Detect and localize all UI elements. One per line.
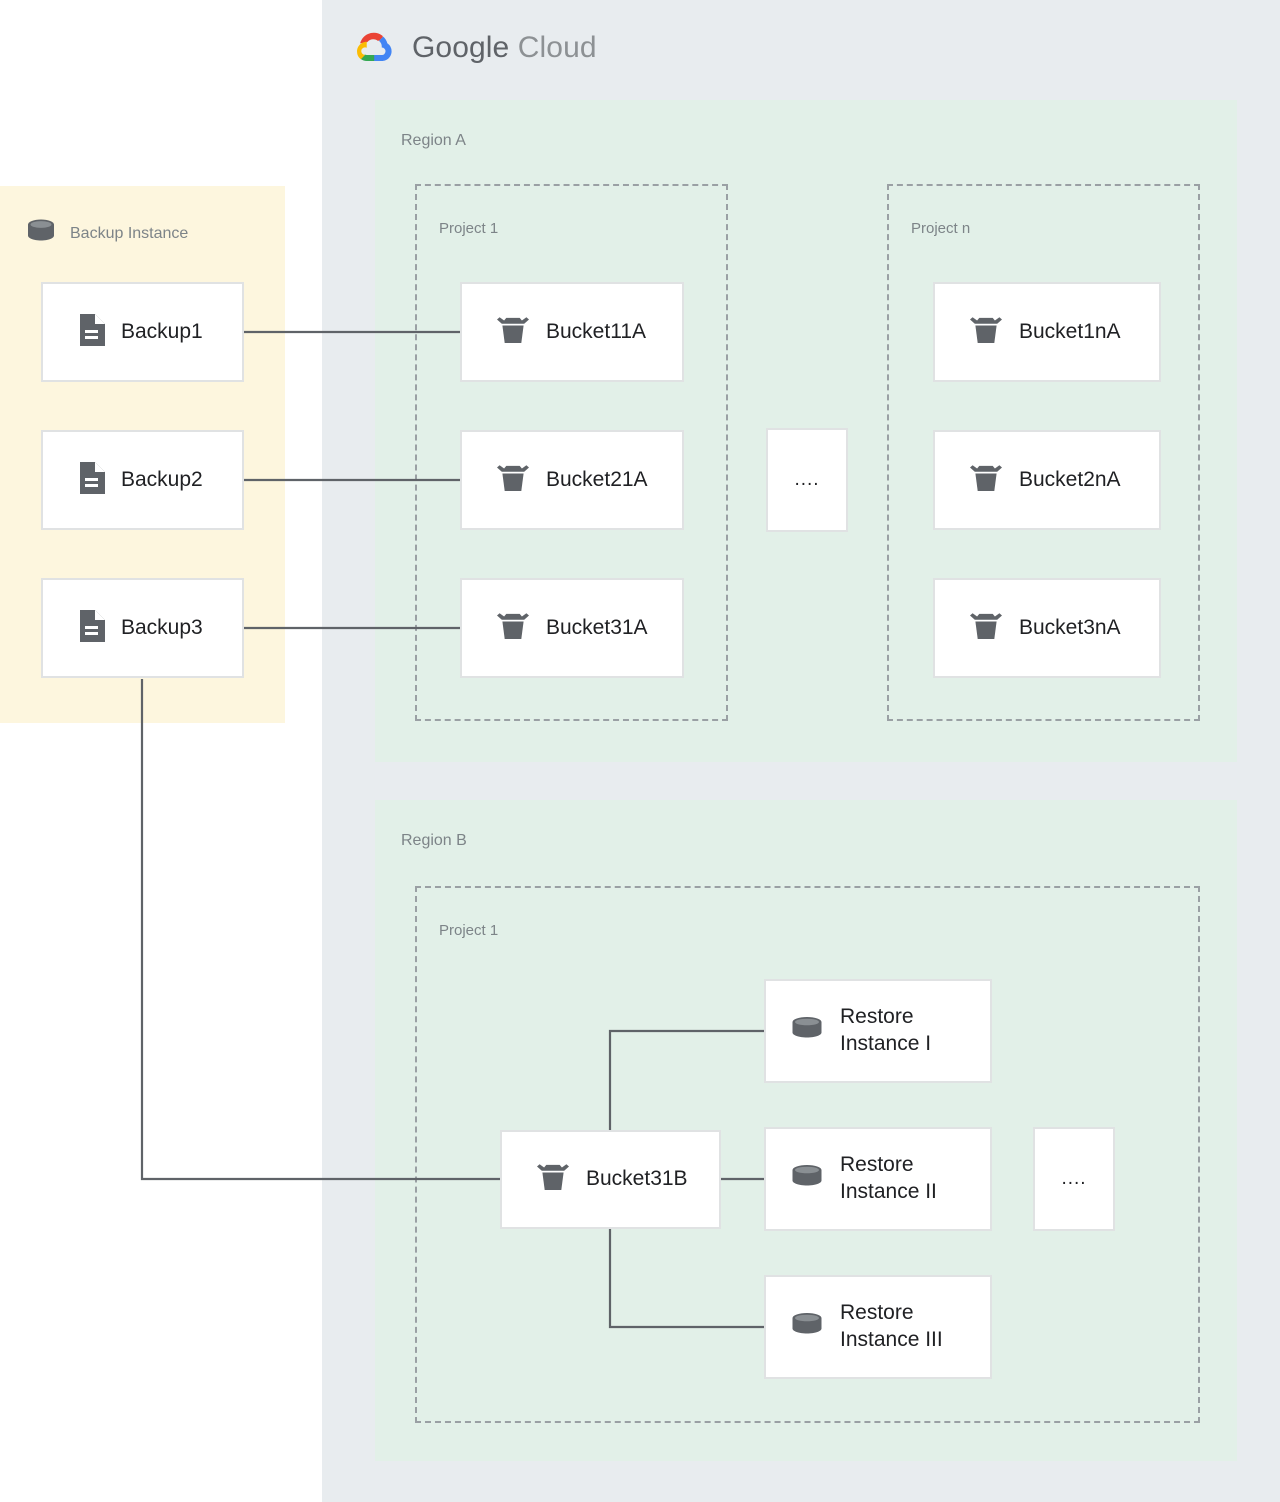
- ellipsis-label: ....: [794, 468, 820, 490]
- card-bucket3na[interactable]: Bucket3nA: [933, 578, 1161, 678]
- brand-google: Google: [412, 31, 518, 64]
- google-cloud-brand: Google Cloud: [352, 28, 597, 68]
- project-1-region-a-label: Project 1: [439, 220, 499, 237]
- card-restore-instance-3-label: Restore Instance III: [840, 1301, 943, 1351]
- google-cloud-logo-icon: [352, 28, 398, 68]
- card-backup3-label: Backup3: [121, 615, 203, 639]
- database-icon: [790, 1311, 824, 1344]
- bucket-icon: [496, 315, 530, 350]
- card-restore-instance-2[interactable]: Restore Instance II: [764, 1127, 992, 1231]
- region-a-label: Region A: [401, 132, 466, 149]
- card-ellipsis-region-b: ....: [1033, 1127, 1115, 1231]
- backup-instance-title: Backup Instance: [70, 224, 189, 242]
- card-bucket1na-label: Bucket1nA: [1019, 319, 1121, 343]
- card-restore-instance-1-label: Restore Instance I: [840, 1005, 932, 1055]
- card-bucket21a-label: Bucket21A: [546, 467, 648, 491]
- project-n-region-a-label: Project n: [911, 220, 971, 237]
- card-bucket31a-label: Bucket31A: [546, 615, 648, 639]
- region-b-label: Region B: [401, 832, 467, 849]
- document-icon: [77, 609, 105, 647]
- card-bucket31b[interactable]: Bucket31B: [500, 1130, 721, 1229]
- card-backup2[interactable]: Backup2: [41, 430, 244, 530]
- card-restore-instance-1[interactable]: Restore Instance I: [764, 979, 992, 1083]
- card-bucket11a[interactable]: Bucket11A: [460, 282, 684, 382]
- database-icon: [790, 1163, 824, 1196]
- card-restore-instance-2-label: Restore Instance II: [840, 1153, 937, 1203]
- card-restore-instance-3[interactable]: Restore Instance III: [764, 1275, 992, 1379]
- project-1-region-b-label: Project 1: [439, 922, 499, 939]
- card-bucket21a[interactable]: Bucket21A: [460, 430, 684, 530]
- project-n-region-a-container: Project n: [887, 184, 1200, 721]
- bucket-icon: [969, 463, 1003, 498]
- google-cloud-wordmark: Google Cloud: [412, 31, 597, 65]
- ellipsis-label: ....: [1061, 1167, 1087, 1189]
- card-bucket3na-label: Bucket3nA: [1019, 615, 1121, 639]
- card-ellipsis-region-a: ....: [766, 428, 848, 532]
- bucket-icon: [536, 1162, 570, 1197]
- bucket-icon: [496, 611, 530, 646]
- backup-instance-header: Backup Instance: [26, 218, 188, 249]
- card-backup1-label: Backup1: [121, 319, 203, 343]
- card-bucket2na[interactable]: Bucket2nA: [933, 430, 1161, 530]
- card-backup1[interactable]: Backup1: [41, 282, 244, 382]
- project-1-region-a-container: Project 1: [415, 184, 728, 721]
- database-icon: [790, 1015, 824, 1048]
- card-bucket31a[interactable]: Bucket31A: [460, 578, 684, 678]
- document-icon: [77, 461, 105, 499]
- card-bucket1na[interactable]: Bucket1nA: [933, 282, 1161, 382]
- bucket-icon: [969, 315, 1003, 350]
- bucket-icon: [496, 463, 530, 498]
- card-bucket31b-label: Bucket31B: [586, 1167, 688, 1191]
- brand-cloud: Cloud: [517, 31, 597, 64]
- document-icon: [77, 313, 105, 351]
- card-backup2-label: Backup2: [121, 467, 203, 491]
- bucket-icon: [969, 611, 1003, 646]
- card-bucket2na-label: Bucket2nA: [1019, 467, 1121, 491]
- card-backup3[interactable]: Backup3: [41, 578, 244, 678]
- card-bucket11a-label: Bucket11A: [546, 319, 647, 343]
- database-icon: [26, 218, 56, 249]
